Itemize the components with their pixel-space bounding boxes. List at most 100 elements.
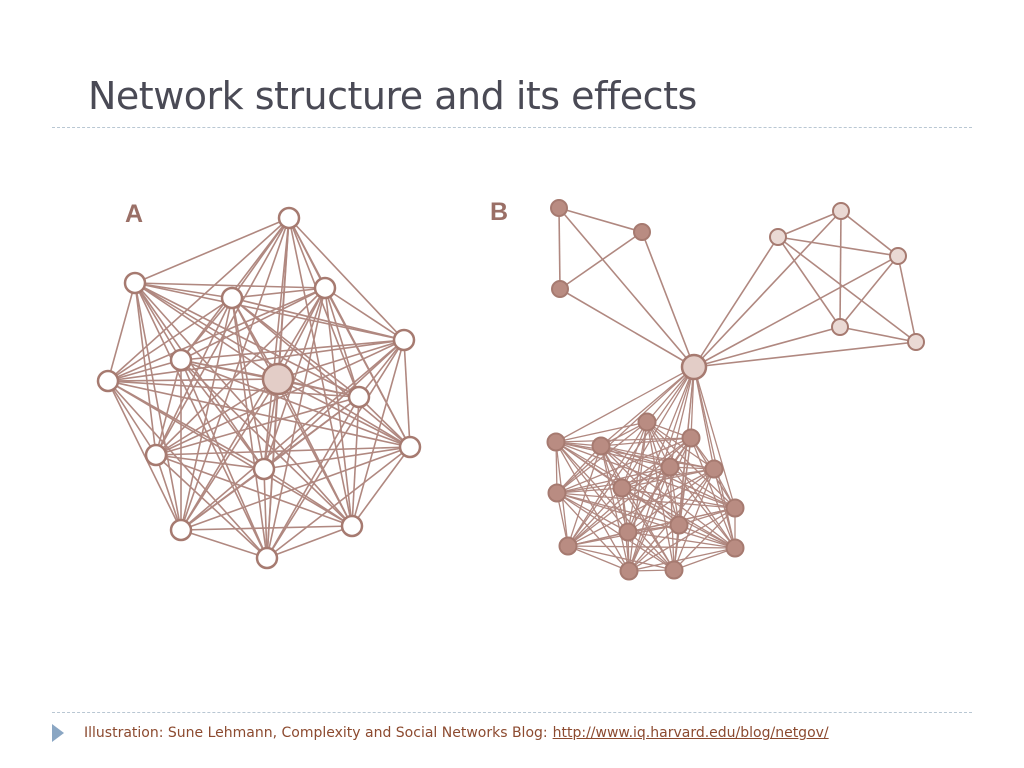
network-b-edge: [627, 531, 736, 549]
network-b-edge: [839, 326, 917, 343]
network-b-node: [681, 428, 701, 448]
network-a-edge: [180, 378, 279, 531]
network-a-edge: [180, 359, 411, 448]
network-b-node: [618, 522, 638, 542]
network-a-edge: [155, 454, 353, 527]
network-a-node: [347, 385, 371, 409]
network-a-edge: [134, 282, 157, 456]
network-b-edge: [556, 487, 623, 494]
network-a-edge: [266, 396, 360, 559]
network-b-edge: [628, 466, 671, 572]
network-a-edge: [134, 282, 265, 470]
network-b-node: [660, 457, 680, 477]
network-a-node: [96, 369, 120, 393]
network-b-node: [612, 478, 632, 498]
network-b-node: [546, 432, 566, 452]
network-a-hub-node: [261, 362, 295, 396]
network-b-edge: [621, 487, 736, 509]
network-a-edge: [180, 359, 268, 559]
network-a-edge: [263, 217, 290, 470]
network-a-edge: [263, 446, 411, 470]
network-b-edge: [555, 441, 736, 549]
network-a-edge: [180, 529, 268, 559]
network-b-edge: [669, 466, 680, 526]
network-b-edge: [628, 437, 692, 572]
network-a-edge: [134, 282, 233, 299]
footer-link[interactable]: http://www.iq.harvard.edu/blog/netgov/: [552, 725, 829, 741]
network-a-edge: [134, 282, 182, 531]
network-a-edge: [155, 454, 268, 559]
network-a-node: [392, 328, 416, 352]
footer-credit: Illustration: Sune Lehmann, Complexity a…: [84, 725, 548, 741]
network-b-edge: [897, 255, 917, 343]
network-b-edge: [555, 366, 695, 443]
network-a-edge: [351, 396, 360, 527]
network-a-edge: [134, 282, 279, 380]
network-a-edge: [266, 446, 411, 559]
network-a-edge: [134, 282, 268, 559]
network-b-edge: [559, 288, 695, 368]
network-b-edge: [693, 366, 736, 509]
network-a-edge: [358, 339, 405, 398]
network-a-node: [123, 271, 147, 295]
network-a-edge: [277, 339, 405, 380]
network-a-edge: [155, 217, 290, 456]
network-a-node: [169, 348, 193, 372]
network-b-node: [664, 560, 684, 580]
network-b-edge: [556, 492, 736, 509]
network-a-edge: [180, 287, 326, 361]
network-a-edge: [266, 525, 353, 559]
network-a-node: [277, 206, 301, 230]
network-a-label: A: [125, 200, 144, 228]
network-b-label: B: [490, 198, 509, 226]
network-a-edge: [107, 339, 405, 382]
network-a-node: [220, 286, 244, 310]
network-b-edge: [693, 236, 779, 368]
network-a-edge: [107, 297, 233, 382]
network-a-edge: [180, 446, 411, 531]
network-a-node: [398, 435, 422, 459]
network-a-edge: [107, 380, 411, 448]
network-b-edge: [621, 487, 680, 526]
triangle-bullet-icon: [52, 724, 64, 742]
network-b-hub-node: [680, 353, 708, 381]
network-b-edge: [556, 445, 602, 494]
network-a-node: [313, 276, 337, 300]
network-b-edge: [567, 468, 715, 547]
network-b-edge: [556, 492, 675, 571]
network-b-node: [551, 280, 569, 298]
network-b-node: [558, 536, 578, 556]
network-b-node: [769, 228, 787, 246]
network-b-edge: [646, 421, 680, 526]
network-a-edge: [263, 468, 268, 559]
network-b-edge: [600, 366, 695, 447]
network-a-edge: [107, 380, 360, 398]
network-a-edge: [107, 217, 290, 382]
network-a-edge: [288, 217, 405, 341]
network-a-edge: [107, 359, 182, 382]
network-a-node: [252, 457, 276, 481]
network-b-edge: [556, 492, 629, 533]
network-b-node: [669, 515, 689, 535]
network-a-edge: [155, 378, 279, 456]
network-a-edge: [155, 396, 360, 456]
network-b-edge: [567, 545, 675, 571]
network-b-edge: [556, 492, 630, 572]
network-b-node: [889, 247, 907, 265]
network-b-edge: [777, 210, 842, 238]
network-a-edge: [231, 287, 326, 299]
network-b-node: [704, 459, 724, 479]
network-b-edge: [840, 210, 899, 257]
network-b-node: [547, 483, 567, 503]
network-b-edge: [641, 231, 695, 368]
network-b-edge: [693, 255, 899, 368]
network-b-edge: [693, 210, 842, 368]
footer-divider: [52, 712, 972, 713]
network-b-edge: [556, 421, 648, 494]
network-a-edge: [403, 339, 411, 448]
network-b-edge: [669, 466, 675, 571]
network-a-node: [169, 518, 193, 542]
network-a-node: [144, 443, 168, 467]
network-b-edge: [621, 437, 692, 489]
network-b-node: [619, 561, 639, 581]
